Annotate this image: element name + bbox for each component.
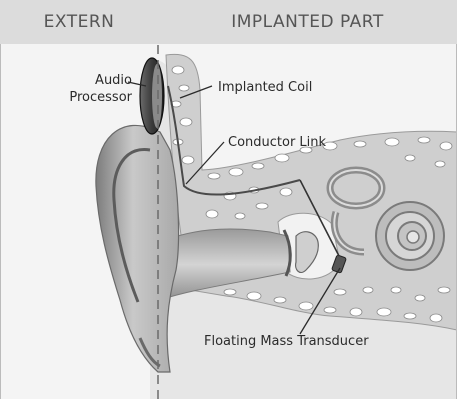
audio-processor-device: [140, 58, 164, 134]
cochlea: [376, 202, 444, 270]
auricle: [96, 125, 179, 372]
header-extern: EXTERN: [0, 0, 158, 44]
label-implanted-coil: Implanted Coil: [218, 79, 312, 96]
label-conductor-link: Conductor Link: [228, 134, 326, 151]
label-audio-line2: Processor: [68, 89, 132, 106]
label-audio-line1: Audio: [68, 72, 132, 89]
label-audio-processor: Audio Processor: [68, 72, 132, 106]
header-implanted-label: IMPLANTED PART: [231, 12, 384, 32]
label-floating-mass-transducer: Floating Mass Transducer: [204, 333, 369, 350]
header-extern-label: EXTERN: [44, 12, 115, 32]
header-implanted-part: IMPLANTED PART: [158, 0, 457, 44]
